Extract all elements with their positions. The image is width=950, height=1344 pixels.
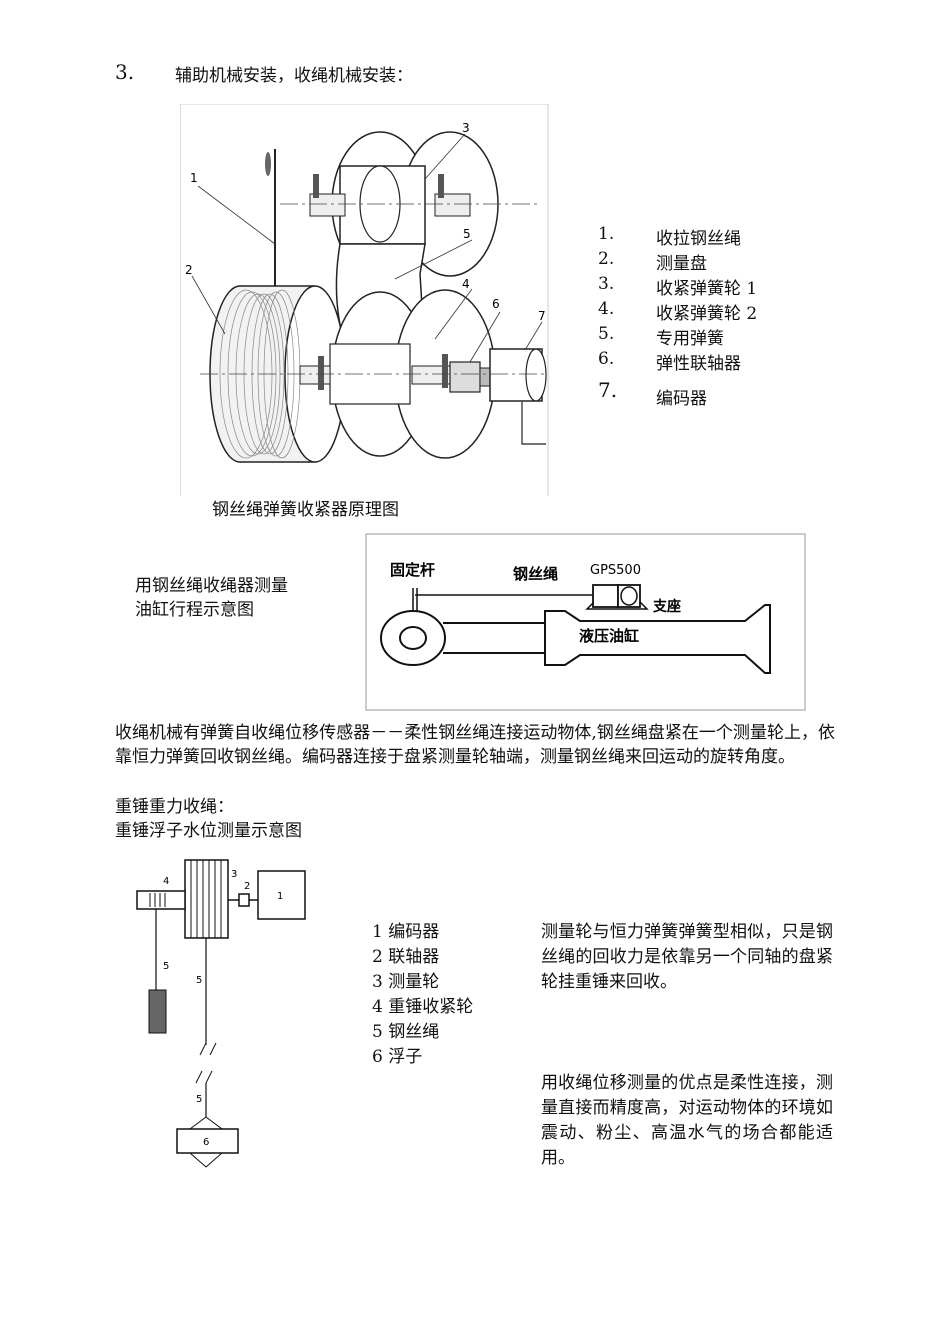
retractor-legend: 1.收拉钢丝绳 2.测量盘 3.收紧弹簧轮 1 4.收紧弹簧轮 2 5.专用弹簧… xyxy=(598,224,758,409)
callout-4: 4 xyxy=(462,277,470,291)
body-paragraph: 收绳机械有弹簧自收绳位移传感器－－柔性钢丝绳连接运动物体,钢丝绳盘紧在一个测量轮… xyxy=(115,723,835,767)
retractor-diagram: 1 2 3 4 5 6 7 xyxy=(180,104,549,496)
callout-2: 2 xyxy=(185,263,193,277)
label-steel-rope: 钢丝绳 xyxy=(513,565,558,583)
float-legend-item: 3 测量轮 xyxy=(372,972,440,992)
gravity-heading: 重锤重力收绳： xyxy=(115,797,234,817)
float-legend-item: 2 联轴器 xyxy=(372,947,440,967)
float-diagram: 1 2 3 4 5 5 5 6 xyxy=(136,859,306,1168)
float-callout-5a: 5 xyxy=(163,961,169,972)
float-legend-item: 5 钢丝绳 xyxy=(372,1022,440,1042)
section-number: 3. xyxy=(115,60,135,84)
section-heading: 辅助机械安装，收绳机械安装： xyxy=(175,66,413,86)
callout-6: 6 xyxy=(492,297,500,311)
callout-7: 7 xyxy=(538,309,546,323)
float-callout-3: 3 xyxy=(231,869,237,880)
label-hydraulic-cylinder: 液压油缸 xyxy=(579,627,639,645)
float-callout-5c: 5 xyxy=(196,1094,202,1105)
note-advantages: 用收绳位移测量的优点是柔性连接，测量直接而精度高，对运动物体的环境如震动、粉尘、… xyxy=(541,1073,833,1168)
figure1-caption: 钢丝绳弹簧收紧器原理图 xyxy=(212,500,399,520)
float-callout-2: 2 xyxy=(244,881,250,892)
float-legend-item: 4 重锤收紧轮 xyxy=(372,997,474,1017)
label-gps500: GPS500 xyxy=(590,563,641,578)
note-measuring-wheel: 测量轮与恒力弹簧弹簧型相似，只是钢丝绳的回收力是依靠另一个同轴的盘紧轮挂重锤来回… xyxy=(541,922,833,992)
cylinder-diagram: 固定杆 钢丝绳 GPS500 支座 液压油缸 xyxy=(365,533,806,711)
label-mount: 支座 xyxy=(652,598,681,615)
figure2-caption-line1: 用钢丝绳收绳器测量 xyxy=(135,576,288,596)
float-callout-6: 6 xyxy=(203,1137,209,1148)
callout-5: 5 xyxy=(463,227,471,241)
float-callout-5b: 5 xyxy=(196,975,202,986)
float-legend-item: 6 浮子 xyxy=(372,1047,423,1067)
float-heading: 重锤浮子水位测量示意图 xyxy=(115,821,302,841)
callout-3: 3 xyxy=(462,121,470,135)
callout-1: 1 xyxy=(190,171,198,185)
float-callout-4: 4 xyxy=(163,876,169,887)
figure2-caption-line2: 油缸行程示意图 xyxy=(135,600,254,620)
float-callout-1: 1 xyxy=(277,891,283,902)
float-legend-item: 1 编码器 xyxy=(372,922,440,942)
label-fixed-rod: 固定杆 xyxy=(390,561,435,579)
